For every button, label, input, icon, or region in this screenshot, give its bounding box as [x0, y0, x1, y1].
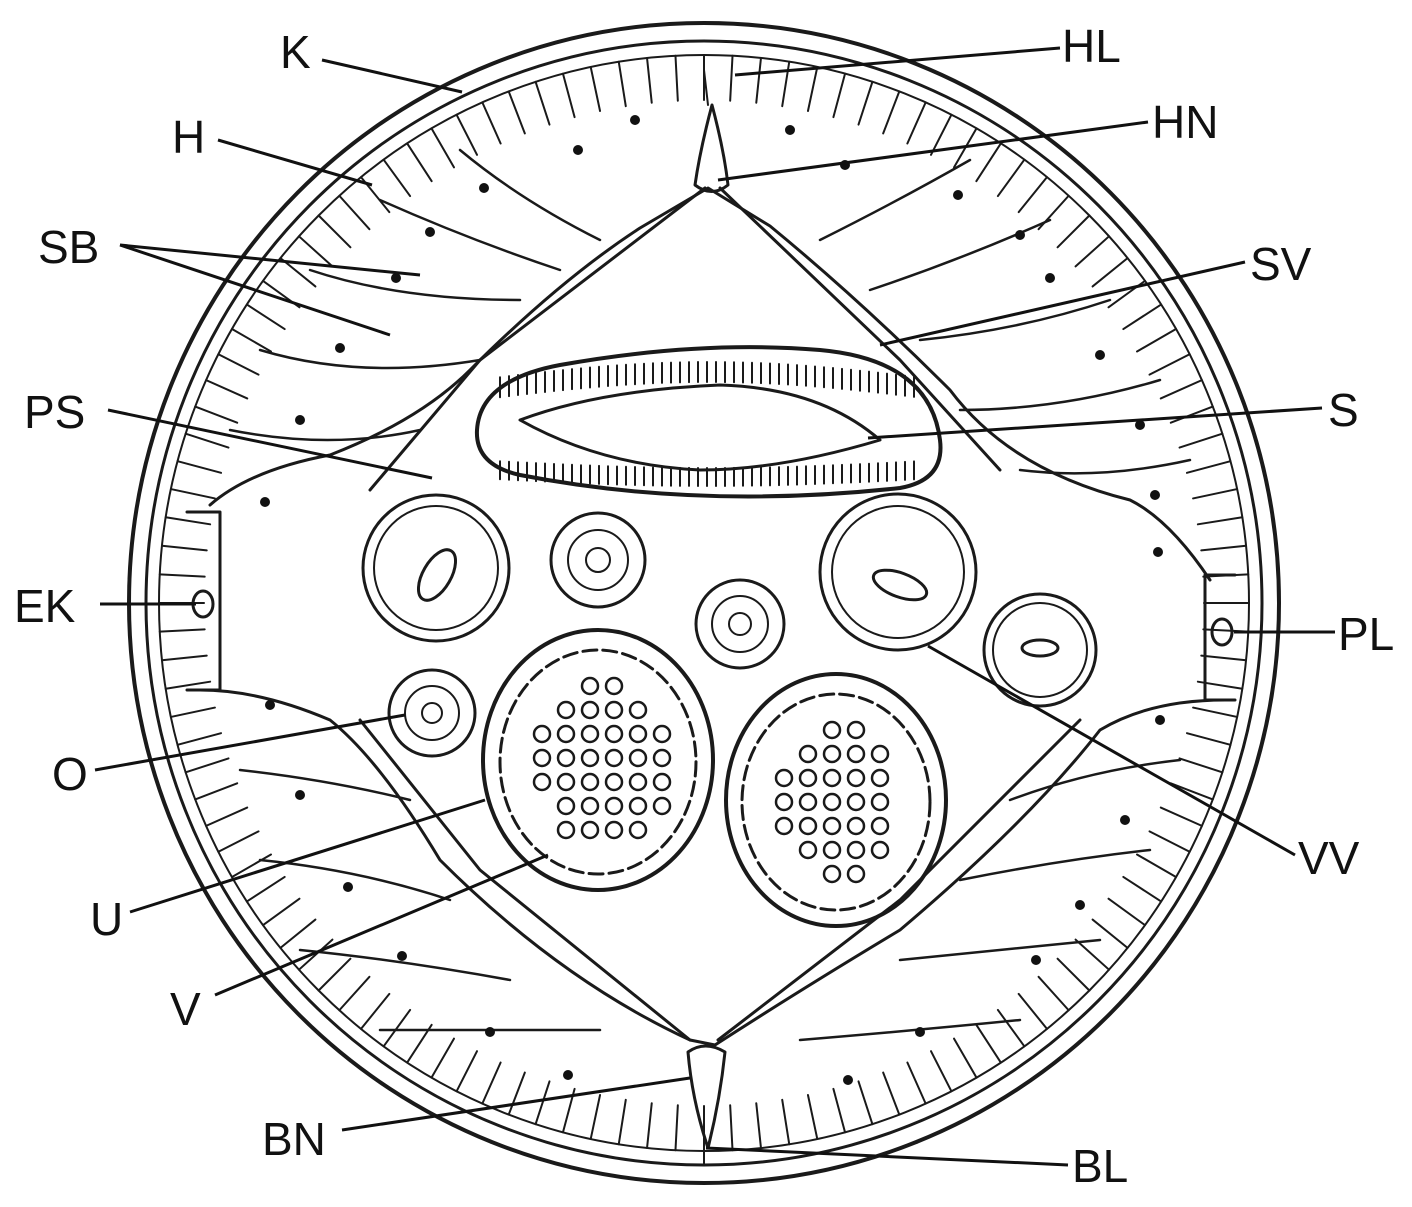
label-vv: VV [1298, 832, 1360, 884]
gonad-tube-center [696, 580, 784, 668]
uterus-right [726, 674, 946, 926]
gonad-tube-left-upper [363, 495, 509, 641]
cuticle-outer [129, 23, 1279, 1183]
gonad-tube-right-upper [820, 494, 976, 650]
intestine [477, 347, 941, 496]
ventral-nerve [688, 1046, 725, 1148]
dorsal-left-septum [370, 188, 705, 490]
excretory-canal-right [1212, 619, 1232, 645]
gonad-tube-far-right [984, 594, 1096, 706]
hypodermis-striations [159, 55, 1249, 1151]
label-ps: PS [24, 386, 85, 438]
label-u: U [90, 893, 123, 945]
muscle-nuclei [260, 115, 1165, 1085]
label-ek: EK [14, 580, 76, 632]
uterus-left [483, 630, 713, 890]
cuticle-inner [146, 41, 1262, 1165]
label-v: V [170, 983, 201, 1035]
label-bn: BN [262, 1113, 326, 1165]
label-k: K [280, 26, 311, 78]
label-pl: PL [1338, 608, 1394, 660]
label-sb: SB [38, 221, 99, 273]
gonad-tube-mid-upper [551, 513, 645, 607]
label-o: O [52, 748, 88, 800]
label-hl: HL [1062, 20, 1121, 72]
label-h: H [172, 111, 205, 163]
label-hn: HN [1152, 96, 1218, 148]
label-s: S [1328, 384, 1359, 436]
dorsal-right-septum [720, 188, 1000, 470]
label-sv: SV [1250, 238, 1312, 290]
label-bl: BL [1072, 1140, 1128, 1192]
ovary-tube [389, 670, 475, 756]
